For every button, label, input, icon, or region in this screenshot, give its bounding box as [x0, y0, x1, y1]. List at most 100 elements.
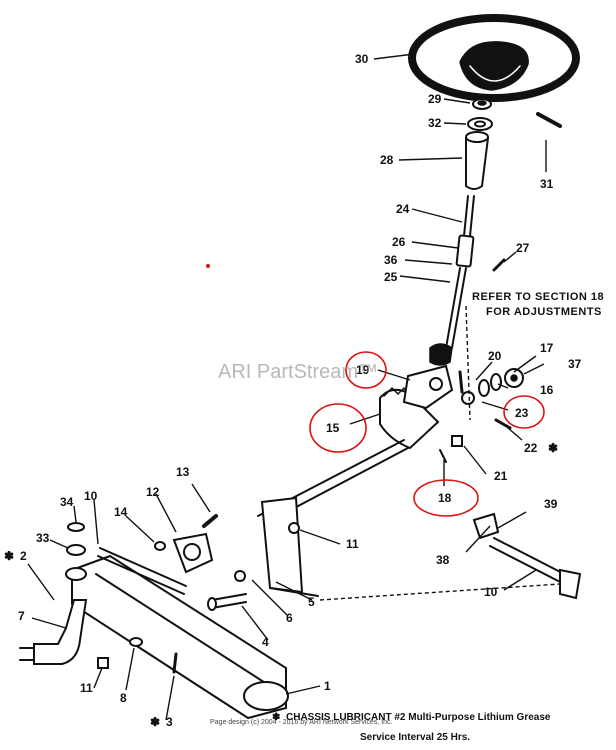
steering-wheel-rim [408, 14, 580, 102]
callout-10-right: 10 [484, 585, 498, 599]
callout-28: 28 [380, 153, 394, 167]
callout-6: 6 [286, 611, 293, 625]
dashed-reference-line-column [465, 305, 471, 421]
nut-37 [504, 368, 524, 388]
callout-25: 25 [384, 270, 398, 284]
callout-37: 37 [568, 357, 582, 371]
callout-4: 4 [262, 635, 269, 649]
bolt-3 [172, 652, 178, 674]
callout-20: 20 [488, 349, 502, 363]
callout-39: 39 [544, 497, 558, 511]
bolt-8 [129, 637, 143, 647]
callout-24: 24 [396, 202, 410, 216]
callout-10-left: 10 [84, 489, 98, 503]
callout-labels: 30 29 32 28 31 24 26 36 25 27 20 17 37 1… [4, 52, 582, 729]
callout-32: 32 [428, 116, 442, 130]
highlight-circle-23 [503, 395, 545, 429]
callout-30: 30 [355, 52, 369, 66]
roll-pin-31 [536, 112, 562, 128]
support-bracket-19 [402, 364, 454, 410]
steering-wheel-rim-highlight [418, 24, 570, 92]
cotter-pin-18 [439, 449, 447, 463]
callout-22-lube-marker: ✽ [548, 441, 558, 455]
drag-link-left-10 [97, 547, 187, 595]
bolt-22 [494, 418, 512, 430]
nut-21 [451, 435, 463, 447]
lube-footnote-line1: CHASSIS LUBRICANT #2 Multi-Purpose Lithi… [286, 712, 551, 723]
callout-2-lube-marker: ✽ [4, 549, 14, 563]
callout-3-lube-marker: ✽ [150, 715, 160, 729]
callout-34: 34 [60, 495, 74, 509]
callout-8: 8 [120, 691, 127, 705]
dust-cap-34 [67, 522, 85, 532]
callout-11-upper: 11 [346, 537, 359, 551]
nut-6 [234, 570, 246, 582]
callout-17: 17 [540, 341, 554, 355]
nut-11-lower [97, 657, 109, 669]
steering-wheel-hub [459, 41, 529, 91]
callout-1: 1 [324, 679, 331, 693]
copyright-notice: Page design (c) 2004 - 2016 by ARI Netwo… [210, 719, 393, 726]
callout-5: 5 [308, 595, 315, 609]
callout-36: 36 [384, 253, 398, 267]
lube-footnote-line2: Service Interval 25 Hrs. [360, 732, 470, 743]
bolt-20 [458, 370, 464, 394]
highlight-circle-15 [309, 403, 367, 453]
callout-3: 3 [166, 715, 173, 729]
highlight-circle-19 [345, 351, 387, 389]
callout-14: 14 [114, 505, 128, 519]
callout-23: 23 [515, 406, 529, 420]
washer-32 [467, 117, 493, 131]
callout-29: 29 [428, 92, 442, 106]
washer-33 [66, 544, 86, 556]
pivot-bearing-12 [172, 532, 214, 574]
callout-2: 2 [20, 549, 27, 563]
red-dot [206, 264, 210, 268]
tie-rod-end-39 [472, 512, 500, 540]
highlight-circle-18 [413, 479, 479, 517]
callout-7: 7 [18, 609, 25, 623]
nut-14 [154, 541, 166, 551]
washer-16 [478, 379, 490, 397]
spindle-top [65, 567, 87, 581]
leader-lines [27, 53, 547, 721]
callout-31: 31 [540, 177, 554, 191]
watermark: ARI PartStream™ [218, 361, 378, 383]
callout-21: 21 [494, 469, 508, 483]
callout-26: 26 [392, 235, 406, 249]
lube-footnote-marker: ✽ [272, 712, 280, 723]
callout-22: 22 [524, 441, 538, 455]
highlight-circles [309, 351, 545, 517]
axle-spindle-boss [243, 681, 289, 711]
refer-note-line2: FOR ADJUSTMENTS [486, 306, 602, 318]
front-axle [71, 554, 289, 720]
callout-18: 18 [438, 491, 452, 505]
shaft-gear-end [429, 343, 453, 366]
pin-4 [207, 593, 247, 611]
callout-38: 38 [436, 553, 450, 567]
pin-27 [492, 258, 506, 272]
sector-gear-15 [379, 387, 440, 450]
callout-33: 33 [36, 531, 50, 545]
spindle-7 [19, 599, 88, 665]
nut-29 [472, 98, 492, 110]
nut-11-upper [288, 522, 300, 534]
kingpin-stack [65, 522, 87, 581]
tie-rod-10 [472, 512, 582, 600]
callout-27: 27 [516, 241, 530, 255]
pivot-bracket-5 [260, 496, 319, 597]
refer-note-line1: REFER TO SECTION 18 [472, 291, 604, 303]
callout-11-lower: 11 [80, 681, 93, 695]
dashed-reference-line [319, 583, 561, 601]
tie-rod-end-right [559, 568, 582, 600]
callout-19: 19 [356, 363, 370, 377]
callout-15: 15 [326, 421, 340, 435]
steering-wheel-hub-detail [469, 65, 521, 82]
callout-13: 13 [176, 465, 190, 479]
callout-16: 16 [540, 383, 554, 397]
bolt-13 [202, 514, 218, 528]
steering-shaft [429, 195, 475, 366]
steering-wheel [408, 14, 580, 102]
callout-12: 12 [146, 485, 160, 499]
